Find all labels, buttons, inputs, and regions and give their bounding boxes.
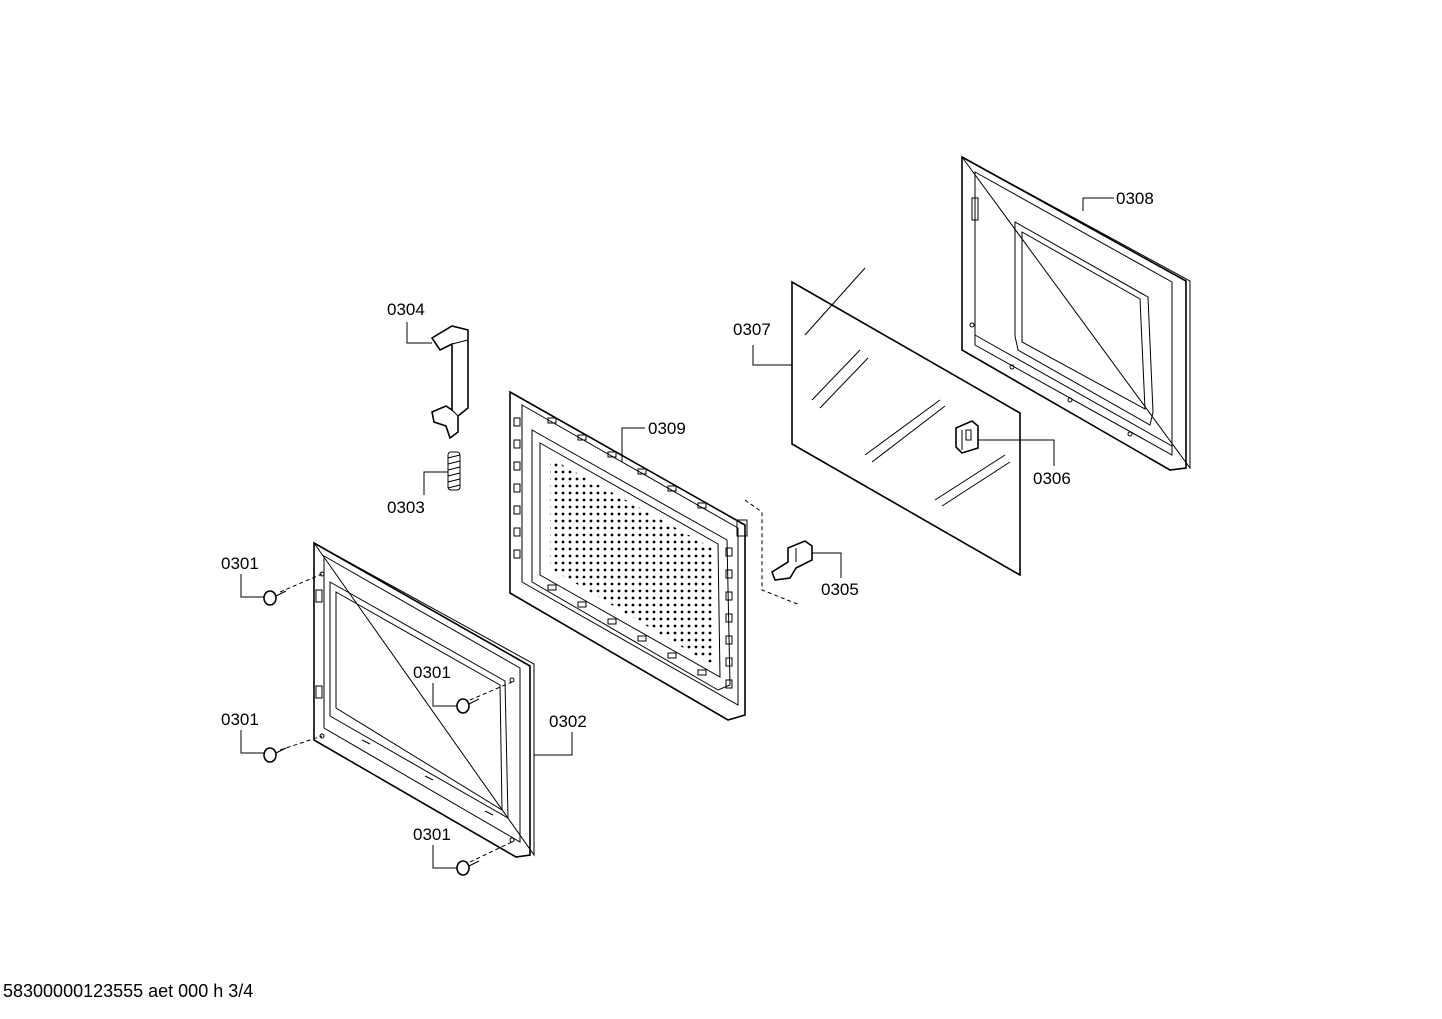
part-0301-screw-4 bbox=[456, 841, 513, 876]
label-0301-d: 0301 bbox=[413, 825, 451, 844]
part-0306-bracket bbox=[955, 420, 979, 454]
label-0301-a: 0301 bbox=[221, 554, 259, 573]
label-0309: 0309 bbox=[648, 419, 686, 438]
part-0301-screw-3 bbox=[263, 735, 323, 763]
part-0302-front-frame bbox=[313, 541, 535, 858]
part-0305-hinge-clip bbox=[744, 499, 813, 606]
part-0307-glass-pane bbox=[791, 267, 1021, 577]
part-0303-spring bbox=[447, 451, 461, 491]
label-0305: 0305 bbox=[821, 580, 859, 599]
label-0302: 0302 bbox=[549, 712, 587, 731]
label-0306: 0306 bbox=[1033, 469, 1071, 488]
part-0309-inner-panel bbox=[509, 390, 748, 721]
leader-0302 bbox=[534, 732, 573, 756]
label-0301-b: 0301 bbox=[413, 663, 451, 682]
part-0308-rear-frame bbox=[961, 155, 1191, 471]
leader-0309 bbox=[621, 427, 645, 462]
leader-0301-b bbox=[432, 683, 457, 707]
drawing-reference: 58300000123555 aet 000 h 3/4 bbox=[3, 981, 254, 1001]
leader-0306 bbox=[978, 439, 1055, 466]
label-0304: 0304 bbox=[387, 300, 425, 319]
label-0308: 0308 bbox=[1116, 189, 1154, 208]
part-0304-latch-hook bbox=[430, 325, 469, 440]
leader-0303 bbox=[423, 471, 448, 495]
leader-0308 bbox=[1082, 197, 1114, 211]
label-0301-c: 0301 bbox=[221, 710, 259, 729]
leader-0301-c bbox=[240, 730, 264, 754]
part-0301-screw-1 bbox=[263, 573, 323, 606]
leader-0307 bbox=[752, 345, 792, 366]
leader-0301-a bbox=[240, 574, 264, 598]
label-0307: 0307 bbox=[733, 320, 771, 339]
leader-0305 bbox=[812, 552, 842, 578]
leader-0301-d bbox=[432, 845, 457, 869]
label-0303: 0303 bbox=[387, 498, 425, 517]
leader-0304 bbox=[406, 322, 432, 344]
